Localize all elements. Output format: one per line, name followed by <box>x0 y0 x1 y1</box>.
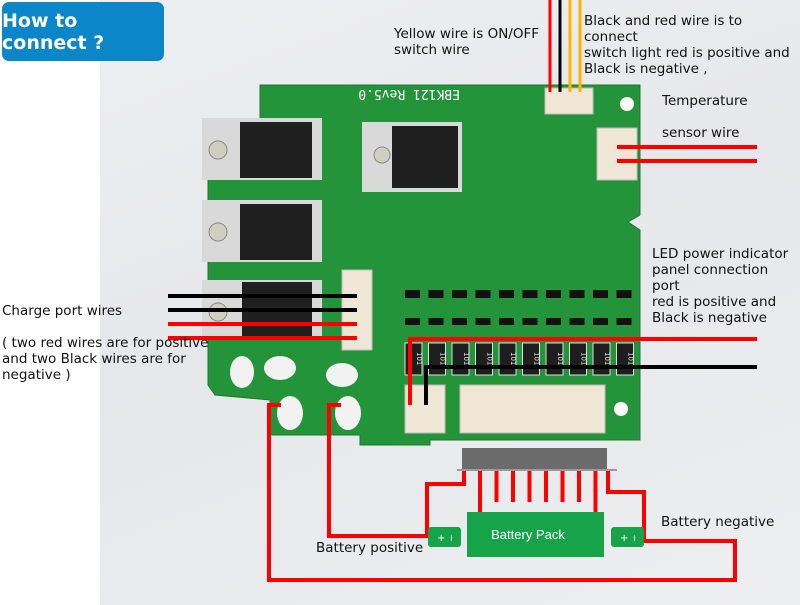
resistor-value: 101 <box>533 352 541 365</box>
ic-chip <box>593 290 608 298</box>
ic-chip <box>428 318 444 325</box>
resistor-value: 101 <box>580 352 588 365</box>
ic-chip <box>569 290 585 298</box>
pcb-board: EBK121 Rev5.0 101 101 101 101 101 101 101 101 10… <box>202 84 641 446</box>
battery-terminal-positive <box>428 527 461 547</box>
ic-chip <box>522 290 538 298</box>
led-wire-black <box>424 365 757 405</box>
ic-chip <box>499 318 514 325</box>
ic-chip <box>593 318 608 325</box>
ic-chip <box>452 290 467 298</box>
resistor-value: 101 <box>439 352 447 365</box>
mosfet-2 <box>240 204 312 260</box>
ic-chip <box>499 290 514 298</box>
ic-chip <box>616 290 632 298</box>
b-plus-to-battery-positive-wire <box>327 403 466 538</box>
resistor-value: 101 <box>415 352 423 365</box>
ic-row <box>405 290 632 325</box>
plus-icon: + <box>437 533 445 544</box>
resistor-value: 101 <box>486 352 494 365</box>
resistor-value: 101 <box>556 352 564 365</box>
ic-chip <box>569 318 585 325</box>
board-label: EBK121 Rev5.0 <box>358 86 460 101</box>
how-to-connect-badge: How to connect ? <box>2 2 164 61</box>
ic-chip <box>616 318 632 325</box>
pad-b-minus <box>277 396 303 430</box>
resistor-value: 101 <box>627 352 635 365</box>
balance-connector <box>459 384 606 434</box>
pad-b-plus <box>335 396 361 430</box>
pad-p-minus-2 <box>264 356 296 380</box>
charge-port-label: Charge port wires <box>2 303 123 319</box>
ic-chip <box>405 290 420 298</box>
temperature-label-2: sensor wire <box>662 125 740 141</box>
b-minus-to-battery-negative-wire <box>267 403 737 582</box>
battery-pack-label: Battery Pack <box>491 527 565 542</box>
mount-hole-top <box>620 97 634 111</box>
resistor-value: 101 <box>509 352 517 365</box>
minus-icon: ı <box>450 533 453 544</box>
ic-chip <box>546 318 561 325</box>
ic-chip <box>546 290 561 298</box>
plus-icon: + <box>620 533 628 544</box>
resistor-value: 101 <box>603 352 611 365</box>
balance-plug <box>462 448 607 470</box>
minus-icon: ı <box>633 533 636 544</box>
ic-chip <box>428 290 444 298</box>
resistor-value: 101 <box>462 352 470 365</box>
ic-chip <box>522 318 538 325</box>
battery-pack <box>467 512 604 557</box>
temperature-label-1: Temperature <box>662 93 748 109</box>
ic-chip <box>452 318 467 325</box>
pad-p-plus <box>326 363 358 387</box>
ic-chip <box>475 290 491 298</box>
battery-negative-label: Battery negative <box>661 514 775 530</box>
battery-positive-label: Battery positive <box>316 540 424 556</box>
ic-chip <box>405 318 420 325</box>
pad-p-minus-1 <box>230 356 254 388</box>
led-wire-red <box>408 337 757 405</box>
mosfet-1 <box>240 122 312 178</box>
battery-terminal-negative <box>611 527 644 547</box>
temperature-connector <box>596 127 638 181</box>
balance-wires <box>478 471 598 512</box>
mosfet-top <box>392 126 458 188</box>
mount-hole-bottom <box>614 402 628 416</box>
ic-chip <box>475 318 491 325</box>
